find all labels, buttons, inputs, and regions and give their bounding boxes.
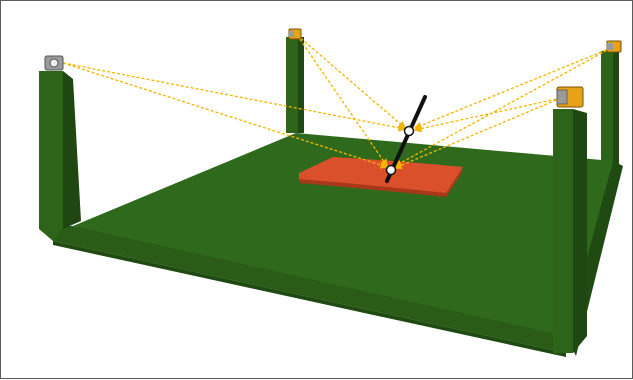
camera-icon: [607, 41, 621, 52]
camera-icon: [45, 56, 63, 70]
right-front-post: [553, 109, 587, 353]
camera-icon: [557, 87, 583, 107]
camera-icon: [289, 29, 301, 39]
back-center-post: [286, 37, 304, 133]
marker-upper: [405, 127, 414, 136]
marker-lower: [387, 166, 396, 175]
back-right-post: [601, 51, 619, 167]
left-front-post: [39, 71, 81, 241]
